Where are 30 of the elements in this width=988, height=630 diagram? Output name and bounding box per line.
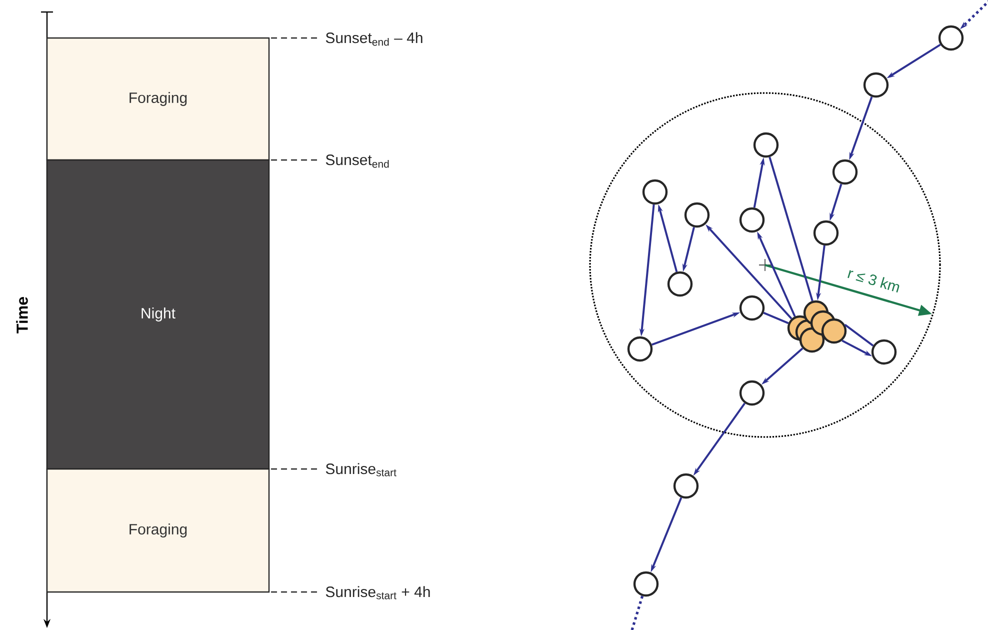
time-label: Sunset$_{end}$ [326, 154, 389, 168]
position-circle [667, 271, 693, 297]
position-circle [673, 473, 699, 499]
position-circle [627, 336, 653, 362]
radius-label: r ≤ 3 km [848, 270, 900, 293]
position-circle [863, 72, 889, 98]
time-label: Sunrise$_{start}$ + 4h [326, 586, 430, 600]
position-circle [739, 295, 765, 321]
time-label: Sunset$_{end}$ – 4h [326, 32, 422, 46]
phase-box: Foraging [46, 37, 270, 161]
time-label: Sunrise$_{start}$ [326, 463, 396, 476]
path-segment [844, 324, 874, 346]
axis-label: Time [16, 297, 28, 334]
position-circle [938, 25, 964, 51]
position-circle [832, 159, 858, 185]
location-point [821, 318, 847, 344]
path-segment [768, 156, 814, 302]
position-circle [871, 339, 897, 365]
position-circle [813, 220, 839, 246]
position-circle [642, 179, 668, 205]
phase-box: Foraging [46, 468, 270, 593]
position-circle [684, 202, 710, 228]
path-segment [763, 312, 789, 324]
position-circle [739, 207, 765, 233]
location-point [799, 327, 825, 353]
position-circle [753, 132, 779, 158]
position-circle [739, 380, 765, 406]
phase-box: Night [46, 159, 270, 470]
position-circle [633, 571, 659, 597]
path-segment [630, 596, 644, 630]
